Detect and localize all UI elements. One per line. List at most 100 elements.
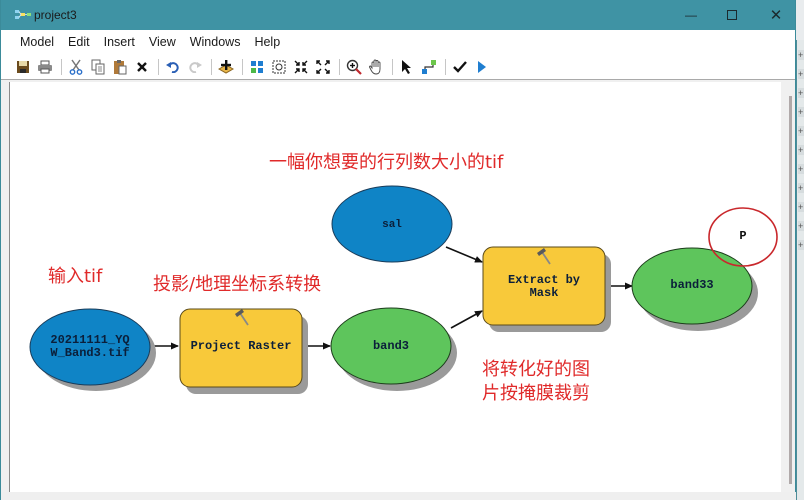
validate-icon: [453, 60, 467, 73]
select-icon: [402, 59, 411, 74]
mask-note-line1: 将转化好的图: [482, 359, 590, 380]
pan-button[interactable]: [366, 57, 386, 77]
expand-icon[interactable]: +: [798, 126, 804, 136]
auto-layout-button[interactable]: [247, 57, 267, 77]
input-data-label: 20211111_YQ W_Band3.tif: [30, 334, 150, 360]
extract-by-mask-label: Extract by Mask: [483, 274, 605, 300]
save-icon: [17, 60, 29, 73]
extract-label-line2: Mask: [529, 286, 559, 300]
save-button[interactable]: [13, 57, 33, 77]
print-button[interactable]: [35, 57, 55, 77]
background-panel-edge: + + + + + + + + + + +: [796, 40, 804, 500]
add-data-button[interactable]: [216, 57, 236, 77]
expand-icon[interactable]: +: [798, 202, 804, 212]
menu-model[interactable]: Model: [20, 35, 55, 49]
undo-button[interactable]: [163, 57, 183, 77]
model-builder-app-icon: [15, 10, 31, 19]
undo-icon: [166, 61, 179, 73]
title-bar[interactable]: project3 — ✕: [1, 0, 795, 30]
menu-windows[interactable]: Windows: [189, 35, 241, 49]
toolbar-separator: [61, 58, 62, 75]
annotation-mask-note: 将转化好的图 片按掩膜裁剪: [482, 358, 590, 406]
sal-label: sal: [382, 219, 402, 231]
menu-bar: Model Edit Insert View Windows Help: [1, 30, 795, 54]
expand-icon[interactable]: +: [798, 183, 804, 193]
minimize-button[interactable]: —: [668, 0, 714, 30]
zoom-in-icon: [346, 59, 362, 75]
expand-icon[interactable]: +: [798, 107, 804, 117]
redo-icon: [189, 61, 202, 73]
fixed-zoom-in-icon: [294, 60, 308, 73]
connector-band3-to-extract[interactable]: [450, 310, 483, 329]
input-label-line1: 20211111_YQ: [50, 333, 130, 347]
annotation-input-note: 输入tif: [48, 266, 103, 287]
expand-icon[interactable]: +: [798, 221, 804, 231]
copy-icon: [91, 59, 105, 74]
select-button[interactable]: [397, 57, 417, 77]
menu-edit[interactable]: Edit: [68, 35, 90, 49]
input-data-node[interactable]: [29, 308, 156, 391]
input-label-line2: W_Band3.tif: [50, 346, 130, 360]
parameter-marker-circle[interactable]: [708, 207, 778, 267]
parameter-marker-label: P: [739, 229, 747, 243]
fixed-zoom-in-button[interactable]: [291, 57, 311, 77]
pan-icon: [369, 59, 381, 74]
annotation-projection-note: 投影/地理坐标系转换: [153, 274, 322, 295]
maximize-icon: [727, 10, 737, 20]
auto-layout-icon: [251, 60, 263, 73]
expand-icon[interactable]: +: [798, 164, 804, 174]
cut-button[interactable]: [66, 57, 86, 77]
copy-button[interactable]: [88, 57, 108, 77]
cut-icon: [69, 59, 83, 75]
validate-button[interactable]: [450, 57, 470, 77]
menu-help[interactable]: Help: [254, 35, 281, 49]
menu-view[interactable]: View: [148, 35, 176, 49]
extract-by-mask-tool-node[interactable]: [482, 246, 611, 332]
connect-icon: [422, 59, 436, 74]
project-raster-label: Project Raster: [190, 339, 292, 353]
delete-icon: [137, 61, 147, 72]
toolbar-separator: [445, 58, 446, 75]
hammer-icon: [537, 248, 551, 265]
close-button[interactable]: ✕: [753, 0, 799, 30]
expand-icon[interactable]: +: [798, 88, 804, 98]
mask-note-line2: 片按掩膜裁剪: [482, 383, 590, 404]
minimize-icon: —: [685, 8, 697, 22]
expand-icon[interactable]: +: [798, 50, 804, 60]
menu-insert[interactable]: Insert: [103, 35, 135, 49]
vertical-scrollbar[interactable]: [789, 96, 792, 484]
zoom-in-button[interactable]: [344, 57, 364, 77]
toolbar-separator: [211, 58, 212, 75]
fixed-zoom-out-button[interactable]: [313, 57, 333, 77]
toolbar-separator: [242, 58, 243, 75]
expand-icon[interactable]: +: [798, 240, 804, 250]
run-icon: [478, 60, 486, 73]
run-button[interactable]: [472, 57, 492, 77]
expand-icon[interactable]: +: [798, 69, 804, 79]
band3-data-node[interactable]: [330, 307, 457, 391]
redo-button[interactable]: [185, 57, 205, 77]
band33-data-node[interactable]: [631, 247, 758, 331]
add-data-icon: [218, 59, 234, 74]
paste-button[interactable]: [110, 57, 130, 77]
full-extent-button[interactable]: [269, 57, 289, 77]
toolbar-separator: [158, 58, 159, 75]
annotation-top-note: 一幅你想要的行列数大小的tif: [269, 152, 504, 173]
toolbar-separator: [392, 58, 393, 75]
hammer-icon: [235, 309, 249, 326]
delete-button[interactable]: [132, 57, 152, 77]
extract-label-line1: Extract by: [507, 273, 580, 287]
connector-sal-to-extract[interactable]: [445, 246, 483, 263]
status-strip: [1, 492, 797, 500]
sal-data-node[interactable]: [331, 185, 453, 268]
window-title: project3: [34, 8, 77, 22]
model-diagram: [29, 185, 778, 394]
fixed-zoom-out-icon: [316, 59, 330, 74]
model-canvas[interactable]: 20211111_YQ W_Band3.tif Project Raster b…: [9, 82, 781, 492]
project-raster-tool-node[interactable]: [179, 308, 308, 394]
maximize-button[interactable]: [709, 0, 755, 30]
connect-button[interactable]: [419, 57, 439, 77]
expand-icon[interactable]: +: [798, 145, 804, 155]
close-icon: ✕: [769, 7, 783, 24]
